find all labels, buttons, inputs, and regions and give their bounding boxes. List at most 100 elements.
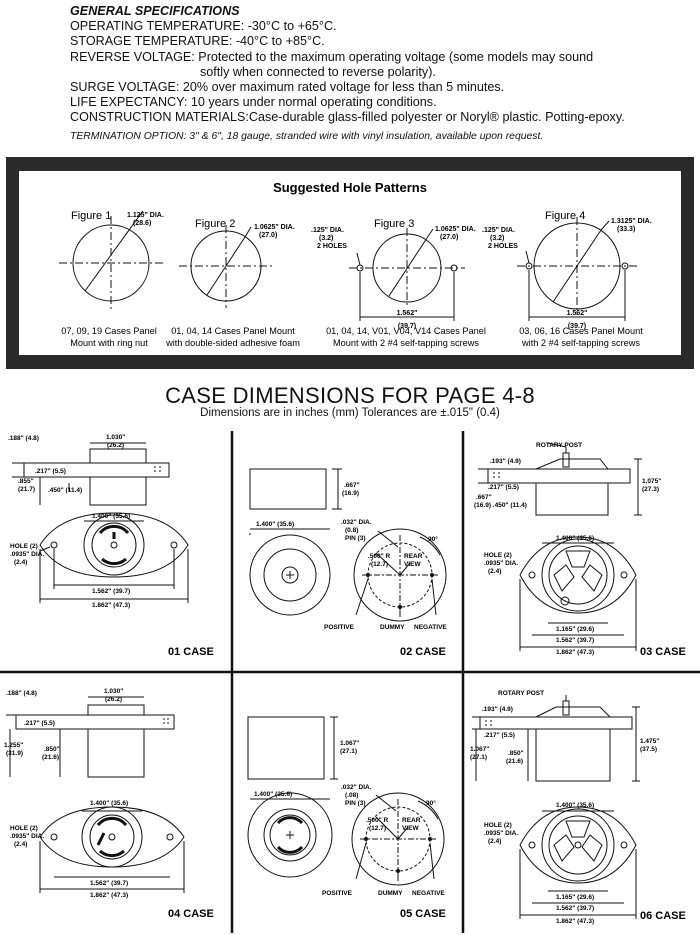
case06-dim: .193" (4.9) — [482, 706, 513, 713]
case04-dim: (2.4) — [14, 841, 27, 848]
case04-name: 04 CASE — [168, 908, 214, 920]
case05-dim: 1.067" — [340, 740, 359, 747]
case03-dim: 1.862" (47.3) — [556, 649, 594, 656]
case04-dim: 1.562" (39.7) — [90, 880, 128, 887]
figure4-holes-count: 2 HOLES — [488, 243, 518, 250]
figure2-caption: with double-sided adhesive foam — [165, 338, 300, 348]
case03-name: 03 CASE — [640, 646, 686, 658]
case06-dim: 1.475" — [640, 738, 659, 745]
case05-dim: .032" DIA. — [341, 784, 372, 791]
case02-dim: PIN (3) — [345, 535, 366, 542]
case04-dim: 1.862" (47.3) — [90, 892, 128, 899]
case01-dim: .217" (5.5) — [35, 468, 66, 475]
figure1-dia: 1.125" DIA. — [127, 212, 164, 219]
case06-dim: 1.862" (47.3) — [556, 918, 594, 925]
case05-dim: REAR — [402, 817, 421, 824]
spec-line: SURGE VOLTAGE: 20% over maximum rated vo… — [70, 80, 505, 95]
case03-dim: .193" (4.9) — [490, 458, 521, 465]
case04-dim: (26.2) — [105, 696, 122, 703]
case03-dim: 1.562" (39.7) — [556, 637, 594, 644]
figure3-caption: 01, 04, 14, V01, V04, V14 Cases Panel — [326, 326, 486, 336]
case01-dim: .855" — [18, 478, 34, 485]
figure4-hole: .125" DIA. — [482, 227, 515, 234]
case04-dim: 1.400" (35.6) — [90, 800, 128, 807]
figure3-span-mm: (39.7) — [398, 323, 416, 330]
case04-dim: 1.030" — [104, 688, 123, 695]
case01-dim: (26.2) — [107, 442, 124, 449]
case05-dim: 1.400" (35.6) — [254, 791, 292, 798]
case02-dim: (16.9) — [342, 490, 359, 497]
case05-label: DUMMY — [378, 890, 403, 897]
case06-dim: 1.400" (35.6) — [556, 802, 594, 809]
figure4-hole-mm: (3.2) — [490, 235, 504, 242]
case03-dim: (27.3) — [642, 486, 659, 493]
case02-dim: 1.400" (35.6) — [256, 521, 294, 528]
case-03: ROTARY POST .193" (4.9) .217" (5.5) .667… — [474, 442, 686, 658]
figure1-caption: 07, 09, 19 Cases Panel — [61, 326, 157, 336]
case01-dim: HOLE (2) — [10, 543, 38, 550]
figure4-caption: 03, 06, 16 Cases Panel Mount — [519, 326, 643, 336]
case02-label: NEGATIVE — [414, 624, 447, 631]
figure3-holes-count: 2 HOLES — [317, 243, 347, 250]
figure2-caption: 01, 04, 14 Cases Panel Mount — [171, 326, 295, 336]
case01-dim: (2.4) — [14, 559, 27, 566]
case01-dim: (21.7) — [18, 486, 35, 493]
case02-dim: 90° — [428, 535, 438, 543]
case02-dim: VIEW — [404, 561, 421, 568]
case06-dim: 1.067" — [470, 746, 489, 753]
figure4-dia-mm: (33.3) — [617, 226, 635, 233]
case04-dim: (21.6) — [42, 754, 59, 761]
figure4-label: Figure 4 — [545, 210, 585, 222]
case01-dim: 1.030" — [106, 434, 125, 441]
case02-dim: (0.8) — [345, 527, 358, 534]
figure4-dia: 1.3125" DIA. — [611, 218, 652, 225]
case02-dim: (12.7) — [371, 561, 388, 568]
case02-label: DUMMY — [380, 624, 405, 631]
spec-line: CONSTRUCTION MATERIALS:Case-durable glas… — [70, 110, 625, 125]
figure1-label: Figure 1 — [71, 210, 111, 222]
case-dimensions-title: CASE DIMENSIONS FOR PAGE 4-8 — [165, 383, 535, 408]
case01-dim: .450" (11.4) — [48, 487, 82, 494]
case03-dim: 1.400" (35.6) — [556, 535, 594, 542]
case02-dim: .667" — [344, 482, 360, 489]
case04-dim: .850" — [44, 746, 60, 753]
figure2-dia: 1.0625" DIA. — [254, 224, 295, 231]
figure4-span: 1.562" — [567, 310, 588, 317]
case-06: ROTARY POST .193" (4.9) .217" (5.5) 1.06… — [470, 690, 686, 925]
spec-line: OPERATING TEMPERATURE: -30°C to +65°C. — [70, 19, 337, 34]
figure3-label: Figure 3 — [374, 218, 414, 230]
case06-dim: 1.165" (29.6) — [556, 894, 594, 901]
case06-dim: (37.5) — [640, 746, 657, 753]
case03-dim: (16.9) .450" (11.4) — [474, 502, 527, 509]
case03-dim: 1.165" (29.6) — [556, 626, 594, 633]
case02-label: POSITIVE — [324, 624, 355, 631]
case01-dim: .188" (4.8) — [8, 435, 39, 442]
spec-line: REVERSE VOLTAGE: Protected to the maximu… — [70, 49, 594, 64]
grid-lines — [0, 431, 700, 933]
figure3-hole-mm: (3.2) — [319, 235, 333, 242]
figure2-dia-mm: (27.0) — [259, 232, 277, 239]
case04-dim: 1.255" — [4, 742, 23, 749]
general-specifications: GENERAL SPECIFICATIONS OPERATING TEMPERA… — [70, 4, 690, 144]
hole-patterns-drawing: Suggested Hole Patterns — [59, 180, 652, 348]
case-02: .667" (16.9) 1.400" (35.6) .032" DIA. (0… — [249, 468, 447, 658]
case02-name: 02 CASE — [400, 646, 446, 658]
case04-dim: .217" (5.5) — [24, 720, 55, 727]
case06-dim: (27.1) — [470, 754, 487, 761]
case02-dim: REAR — [404, 553, 423, 560]
case03-dim: .667" — [476, 494, 492, 501]
hole-patterns-inner: Suggested Hole Patterns — [19, 171, 681, 355]
case03-dim: .0935" DIA. — [484, 560, 518, 567]
hole-patterns-title: Suggested Hole Patterns — [273, 180, 427, 195]
case03-dim: .217" (5.5) — [488, 484, 519, 491]
spec-line: STORAGE TEMPERATURE: -40°C to +85°C. — [70, 34, 325, 49]
figure3-span: 1.562" — [397, 310, 418, 317]
figure3-dia: 1.0625" DIA. — [435, 226, 476, 233]
figure3-dia-mm: (27.0) — [440, 234, 458, 241]
case-01: .188" (4.8) 1.030" (26.2) .217" (5.5) .8… — [8, 434, 214, 658]
case06-dim: .217" (5.5) — [484, 732, 515, 739]
case01-name: 01 CASE — [168, 646, 214, 658]
case05-dim: 90° — [426, 799, 436, 807]
case-drawings: .188" (4.8) 1.030" (26.2) .217" (5.5) .8… — [0, 431, 700, 933]
case05-label: NEGATIVE — [412, 890, 445, 897]
